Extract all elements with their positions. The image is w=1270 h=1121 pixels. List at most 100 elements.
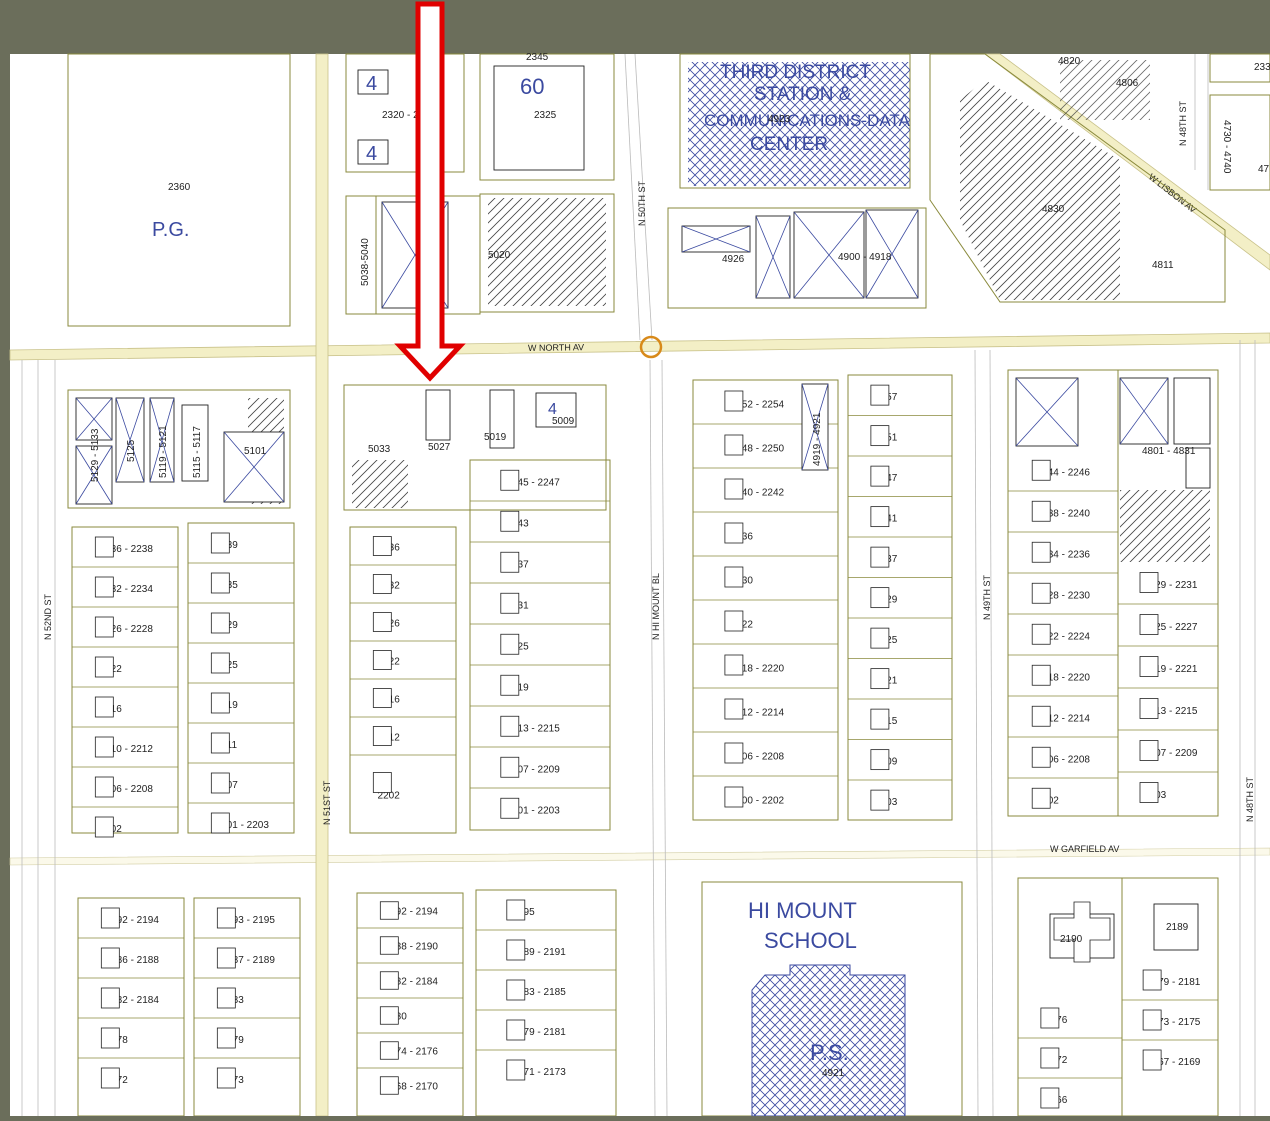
parcel-number: 2226 - 2228 — [100, 624, 154, 635]
parcel-number: 2179 - 2181 — [1147, 977, 1201, 988]
parcel-233[interactable] — [1209, 53, 1270, 83]
num-4923: 4923 — [768, 114, 791, 125]
house-footprint — [724, 522, 744, 544]
house-footprint — [1031, 705, 1051, 727]
house-footprint — [724, 654, 744, 676]
orange-circle-marker-icon[interactable] — [639, 335, 663, 359]
house-footprint — [372, 536, 392, 556]
church-2190 — [1053, 901, 1111, 963]
parcel-number: 2236 - 2238 — [100, 544, 154, 555]
label-station: STATION & — [754, 84, 852, 105]
house-footprint — [1031, 623, 1051, 645]
parcel-number: 2218 - 2220 — [731, 663, 785, 674]
num-2320: 2320 - 2354 — [382, 110, 436, 121]
bldg-4801c — [1173, 377, 1211, 445]
red-down-arrow-icon[interactable] — [394, 1, 466, 382]
parcel-2325[interactable] — [479, 53, 615, 181]
house-footprint — [216, 1027, 236, 1049]
hatch-5020 — [488, 198, 606, 306]
parcel-number: 2218 - 2220 — [1037, 672, 1091, 683]
parcel-4830[interactable] — [929, 53, 1226, 303]
parcel-number: 2245 - 2247 — [506, 477, 560, 488]
bldg-4a — [357, 69, 389, 95]
house-footprint — [1031, 664, 1051, 686]
parcel-2320[interactable] — [345, 53, 465, 173]
parcel-number: 2201 - 2203 — [216, 820, 270, 831]
house-footprint — [216, 1067, 236, 1089]
street-n-48th-st-bottom: N 48TH ST — [1245, 776, 1255, 822]
col-c2[interactable] — [847, 374, 953, 821]
parcel-number: 2193 - 2195 — [222, 915, 276, 926]
n-51st-st-road — [315, 53, 329, 1117]
parcel-number: 2173 - 2175 — [1147, 1017, 1201, 1028]
street-n-51st-st: N 51ST ST — [322, 780, 332, 825]
parcel-number: 2206 - 2208 — [100, 784, 154, 795]
col-b[interactable] — [349, 526, 457, 834]
parcel-5020[interactable] — [479, 193, 615, 313]
house-footprint — [1040, 1047, 1060, 1069]
house-footprint — [379, 971, 399, 990]
bldg-5019 — [489, 389, 515, 449]
parcel-5129-block[interactable] — [67, 389, 291, 509]
parcel-number: 2238 - 2240 — [1037, 508, 1091, 519]
col-a[interactable] — [71, 526, 179, 834]
house-footprint — [1139, 572, 1159, 593]
bldg-5115 — [181, 404, 209, 482]
house-footprint — [724, 434, 744, 456]
house-footprint — [1142, 1049, 1162, 1071]
parcel-number: 2174 - 2176 — [385, 1047, 439, 1058]
crosshatch-third-district — [688, 62, 910, 186]
col-d2[interactable] — [1117, 369, 1219, 817]
house-footprint — [94, 736, 114, 758]
col-a2[interactable] — [187, 522, 295, 834]
house-footprint — [1031, 746, 1051, 768]
house-footprint — [500, 633, 520, 655]
parcel-number: 2212 - 2214 — [1037, 713, 1091, 724]
x-mark-12 — [1119, 377, 1169, 445]
parcel-number: 2192 - 2194 — [106, 915, 160, 926]
house-footprint — [379, 936, 399, 955]
house-footprint — [94, 816, 114, 838]
house-footprint — [1142, 969, 1162, 991]
house-footprint — [870, 465, 890, 487]
house-footprint — [506, 939, 526, 961]
x-mark-2 — [681, 225, 751, 253]
hatch-4801 — [1120, 490, 1210, 562]
house-footprint — [210, 652, 230, 674]
num-4806: 4806 — [1116, 78, 1139, 89]
n-50th-st-line — [624, 53, 641, 341]
num-5027: 5027 — [428, 442, 451, 453]
num-5020: 5020 — [488, 250, 511, 261]
house-footprint — [724, 390, 744, 412]
parcel-number: 2207 - 2209 — [1144, 748, 1198, 759]
bldg-4b — [357, 139, 389, 165]
house-footprint — [500, 797, 520, 819]
parcel-pg[interactable] — [67, 53, 291, 327]
parcel-number: 2225 - 2227 — [1144, 622, 1198, 633]
house-footprint — [210, 812, 230, 834]
street-n-50th-st: N 50TH ST — [637, 180, 647, 226]
house-footprint — [500, 551, 520, 573]
num-5038: 5038-5040 — [360, 238, 371, 286]
num-4830: 4830 — [1042, 204, 1065, 215]
label-60: 60 — [520, 74, 544, 99]
parcel-number: 2182 - 2184 — [385, 977, 439, 988]
label-hi-mount: HI MOUNT — [748, 898, 857, 923]
parcel-4926[interactable] — [667, 207, 927, 309]
parcel-number: 2200 - 2202 — [731, 795, 785, 806]
num-2345: 2345 — [526, 52, 549, 63]
street-w-north-av: W NORTH AV — [528, 342, 584, 353]
num-4820: 4820 — [1058, 56, 1081, 67]
parcel-5033-block[interactable] — [343, 384, 607, 511]
num-4811: 4811 — [1152, 260, 1174, 271]
parcel-number: 2206 - 2208 — [731, 751, 785, 762]
house-footprint — [100, 987, 120, 1009]
house-footprint — [1139, 740, 1159, 761]
num-2190: 2190 — [1060, 934, 1083, 945]
parcel-4730[interactable] — [1209, 94, 1270, 191]
house-footprint — [506, 1019, 526, 1041]
num-5119: 5119 - 5121 — [158, 425, 169, 478]
house-footprint — [500, 715, 520, 737]
col-b2[interactable] — [469, 459, 611, 831]
